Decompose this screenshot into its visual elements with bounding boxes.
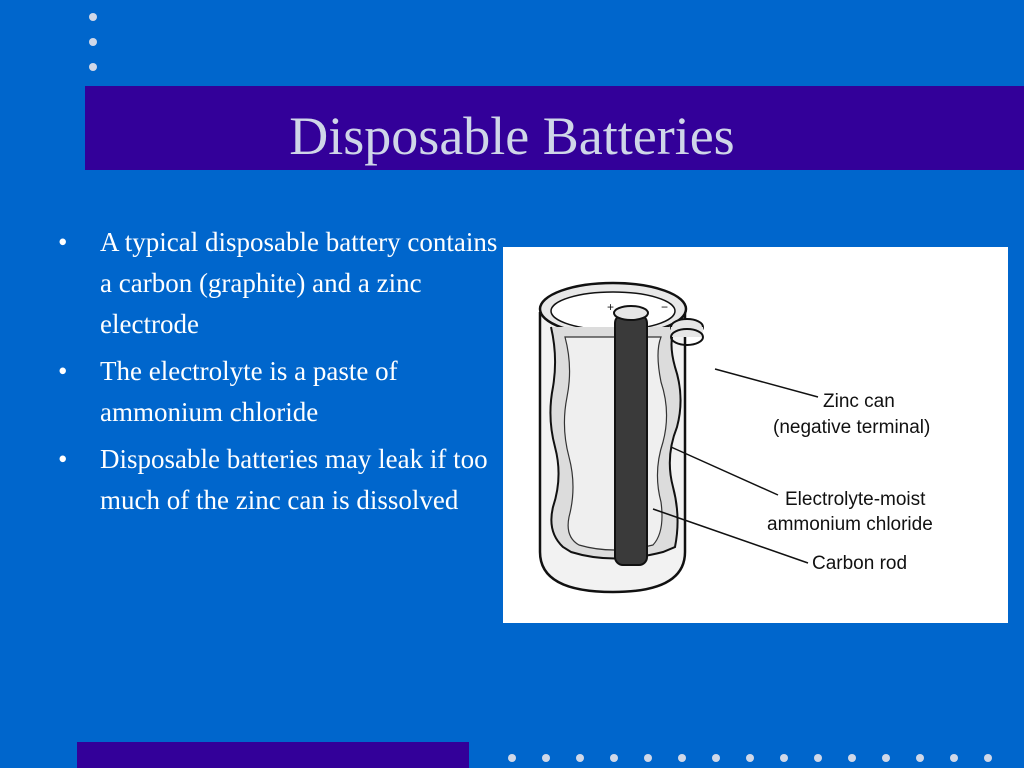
bullet-mark: • xyxy=(58,444,68,474)
bullet-text: Disposable batteries may leak if too muc… xyxy=(100,444,488,515)
electrolyte-sublabel: ammonium chloride xyxy=(767,514,933,535)
electrolyte-label: Electrolyte-moist xyxy=(785,489,926,510)
decorative-dot xyxy=(882,754,890,762)
minus-sign: − xyxy=(661,300,668,314)
decorative-dot xyxy=(610,754,618,762)
decorative-dot xyxy=(916,754,924,762)
electrolyte-leader xyxy=(670,446,779,496)
battery-illustration: + − Zinc can (negative terminal) Electro… xyxy=(538,281,933,594)
decorative-dot xyxy=(89,38,97,46)
slide-title: Disposable Batteries xyxy=(289,106,735,166)
decorative-dot xyxy=(678,754,686,762)
decorative-dot xyxy=(89,63,97,71)
bottom-bar xyxy=(77,742,469,768)
bullet-text: A typical disposable battery contains a … xyxy=(100,227,498,339)
list-item: • The electrolyte is a paste of ammonium… xyxy=(58,351,498,433)
bullet-text: The electrolyte is a paste of ammonium c… xyxy=(100,356,398,427)
decorative-dot xyxy=(712,754,720,762)
bullet-mark: • xyxy=(58,356,68,386)
decorative-dot xyxy=(984,754,992,762)
decorative-dot xyxy=(814,754,822,762)
list-item: • A typical disposable battery contains … xyxy=(58,222,498,345)
decorative-dot xyxy=(576,754,584,762)
carbon-rod-leader xyxy=(652,508,809,564)
list-item: • Disposable batteries may leak if too m… xyxy=(58,439,498,521)
decorative-dot xyxy=(950,754,958,762)
decorative-dot xyxy=(508,754,516,762)
plus-sign: + xyxy=(607,300,614,314)
decorative-dot xyxy=(89,13,97,21)
carbon-rod-cap xyxy=(613,305,649,321)
decorative-dot xyxy=(644,754,652,762)
decorative-dot xyxy=(780,754,788,762)
zinc-can-leader xyxy=(714,368,819,398)
zinc-can-label: Zinc can xyxy=(823,391,895,412)
decorative-dot xyxy=(848,754,856,762)
carbon-rod-label: Carbon rod xyxy=(812,553,907,574)
decorative-dot xyxy=(542,754,550,762)
decorative-dot xyxy=(746,754,754,762)
title-bar: Disposable Batteries xyxy=(85,86,1024,170)
battery-diagram: + − Zinc can (negative terminal) Electro… xyxy=(503,247,1008,623)
carbon-rod xyxy=(614,314,648,566)
bullet-mark: • xyxy=(58,227,68,257)
bullet-list: • A typical disposable battery contains … xyxy=(58,222,498,527)
zinc-can-sublabel: (negative terminal) xyxy=(773,417,930,438)
